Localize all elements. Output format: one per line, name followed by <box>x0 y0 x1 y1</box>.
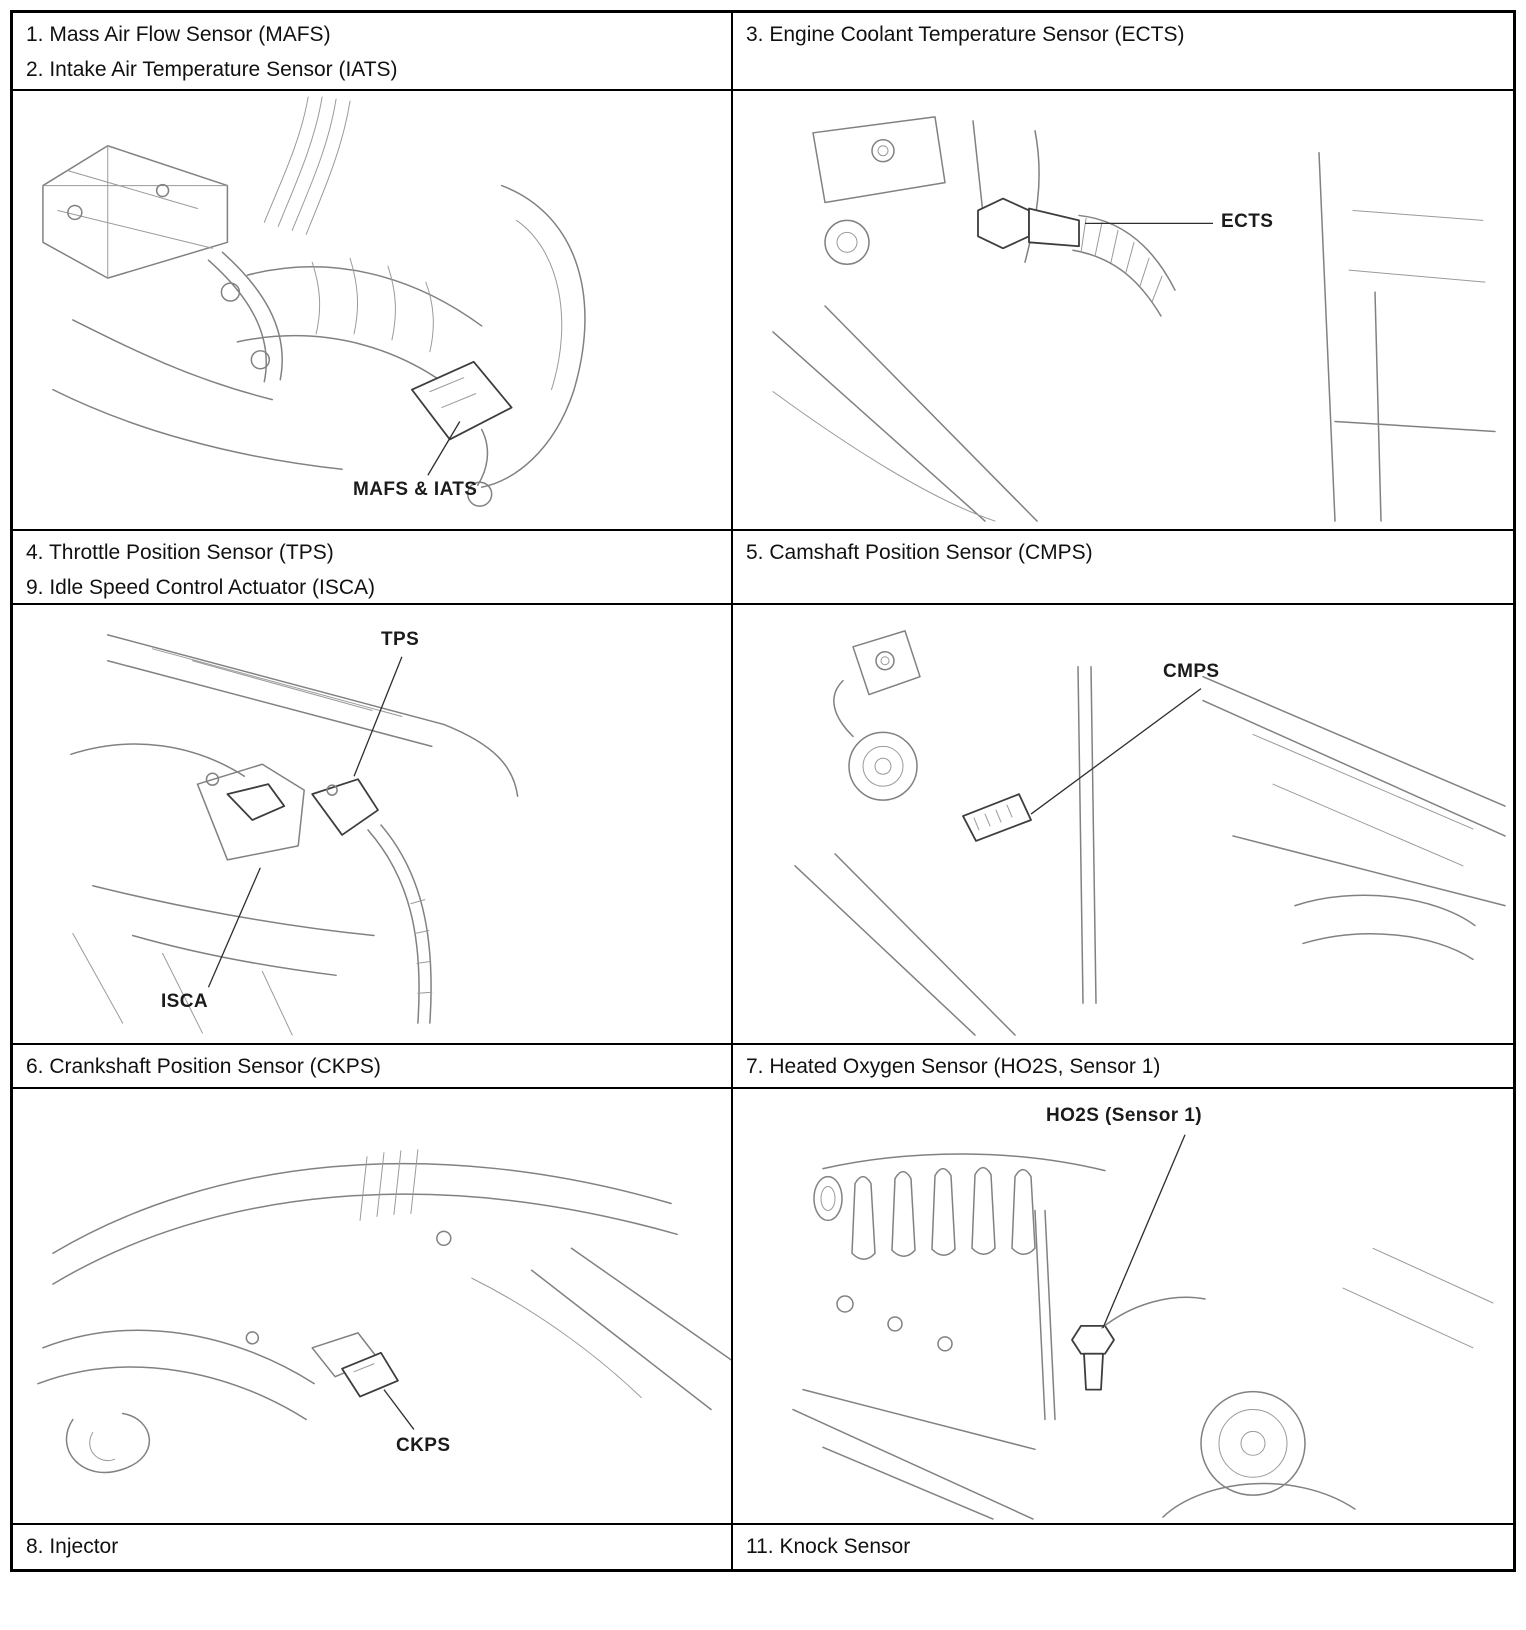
mafs-iats-figure <box>42 96 586 507</box>
cell-label-knock-sensor: 11. Knock Sensor <box>733 1525 1513 1569</box>
callout-ho2s: HO2S (Sensor 1) <box>1046 1105 1202 1126</box>
cell-label-injector: 8. Injector <box>13 1525 733 1569</box>
figure-row-1: MAFS & IATS ECTS <box>13 91 1513 531</box>
figure-cell-ho2s: HO2S (Sensor 1) <box>733 1089 1513 1525</box>
callout-isca: ISCA <box>161 991 208 1012</box>
cell-label-cmps: 5. Camshaft Position Sensor (CMPS) <box>733 531 1513 605</box>
label-ho2s: 7. Heated Oxygen Sensor (HO2S, Sensor 1) <box>746 1055 1161 1078</box>
cell-label-tps-isca: 4. Throttle Position Sensor (TPS) 9. Idl… <box>13 531 733 605</box>
figure-cell-ckps: CKPS <box>13 1089 733 1525</box>
cell-label-ects: 3. Engine Coolant Temperature Sensor (EC… <box>733 13 1513 91</box>
ckps-figure <box>37 1149 731 1474</box>
ho2s-figure <box>792 1134 1494 1520</box>
figure-cell-mafs-iats: MAFS & IATS <box>13 91 733 531</box>
label-ects: 3. Engine Coolant Temperature Sensor (EC… <box>746 23 1185 46</box>
figure-row-2: TPS ISCA CMPS <box>13 605 1513 1045</box>
label-row-3: 6. Crankshaft Position Sensor (CKPS) 7. … <box>13 1045 1513 1089</box>
cell-label-mafs-iats: 1. Mass Air Flow Sensor (MAFS) 2. Intake… <box>13 13 733 91</box>
callout-ects: ECTS <box>1221 211 1274 232</box>
label-iats: 2. Intake Air Temperature Sensor (IATS) <box>26 58 398 81</box>
ects-figure <box>772 116 1496 522</box>
callout-tps: TPS <box>381 629 420 650</box>
label-knock-sensor: 11. Knock Sensor <box>746 1535 911 1558</box>
figure-cell-tps-isca: TPS ISCA <box>13 605 733 1045</box>
sensor-location-table: 1. Mass Air Flow Sensor (MAFS) 2. Intake… <box>10 10 1516 1572</box>
cell-label-ho2s: 7. Heated Oxygen Sensor (HO2S, Sensor 1) <box>733 1045 1513 1089</box>
figure-cell-ects: ECTS <box>733 91 1513 531</box>
figure-cell-cmps: CMPS <box>733 605 1513 1045</box>
label-tps: 4. Throttle Position Sensor (TPS) <box>26 541 334 564</box>
label-row-1: 1. Mass Air Flow Sensor (MAFS) 2. Intake… <box>13 13 1513 91</box>
callout-ckps: CKPS <box>396 1435 451 1456</box>
label-row-2: 4. Throttle Position Sensor (TPS) 9. Idl… <box>13 531 1513 605</box>
label-ckps: 6. Crankshaft Position Sensor (CKPS) <box>26 1055 381 1078</box>
label-isca: 9. Idle Speed Control Actuator (ISCA) <box>26 576 376 599</box>
callout-mafs-iats: MAFS & IATS <box>353 479 478 500</box>
cmps-figure <box>794 630 1506 1036</box>
cell-label-ckps: 6. Crankshaft Position Sensor (CKPS) <box>13 1045 733 1089</box>
label-cmps: 5. Camshaft Position Sensor (CMPS) <box>746 541 1093 564</box>
label-mafs: 1. Mass Air Flow Sensor (MAFS) <box>26 23 331 46</box>
label-injector: 8. Injector <box>26 1535 119 1558</box>
figure-row-3: CKPS HO2S (Sensor <box>13 1089 1513 1525</box>
tps-isca-figure <box>70 634 519 1036</box>
label-row-4: 8. Injector 11. Knock Sensor <box>13 1525 1513 1569</box>
callout-cmps: CMPS <box>1163 661 1220 682</box>
